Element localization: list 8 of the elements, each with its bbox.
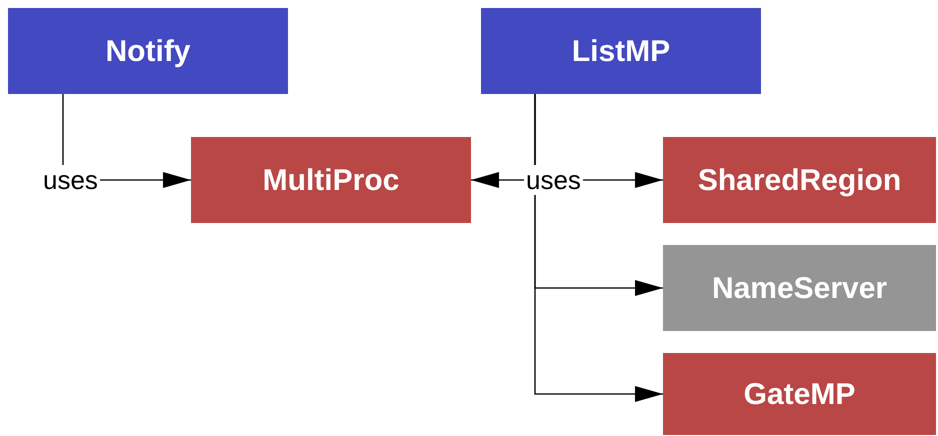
module-box: GateMP	[663, 353, 936, 435]
module-box: MultiProc	[191, 137, 471, 223]
module-box: NameServer	[663, 245, 936, 331]
arrow	[534, 94, 663, 402]
edge-label: uses	[524, 165, 583, 195]
module-box: ListMP	[481, 8, 761, 94]
module-box: SharedRegion	[663, 137, 936, 223]
module-box: Notify	[8, 8, 288, 94]
